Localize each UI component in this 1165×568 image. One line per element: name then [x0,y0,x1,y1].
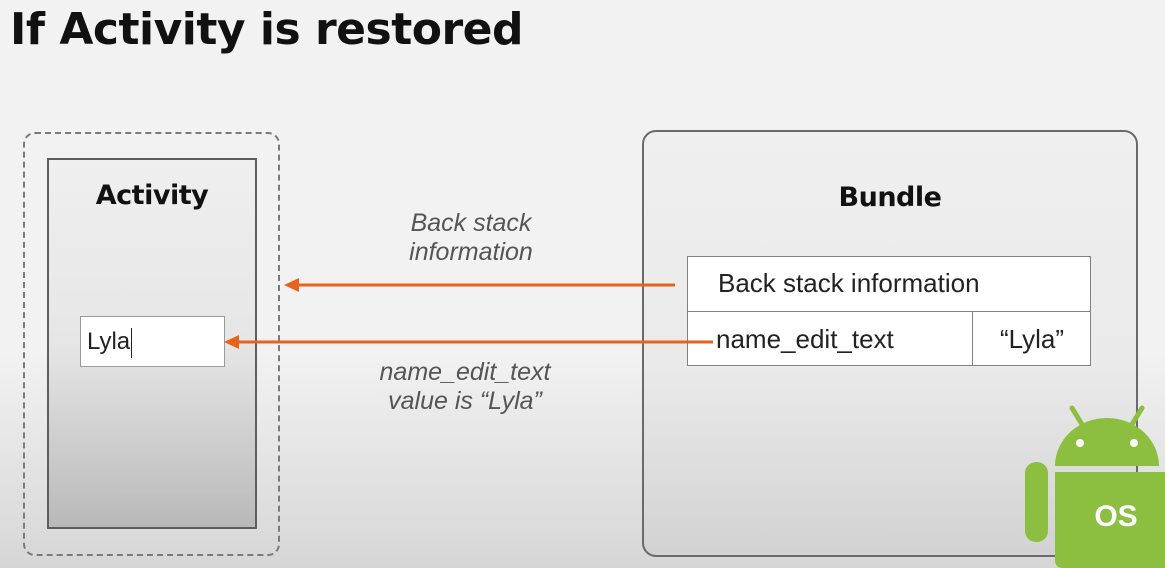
name-value-arrow [224,335,713,349]
bundle-table: Back stack information name_edit_text “L… [687,256,1091,366]
bundle-title: Bundle [838,182,942,213]
activity-title: Activity [95,180,209,211]
name-label-line2: value is “Lyla” [388,387,542,415]
back-stack-label-line2: information [409,238,533,266]
name-label-line1: name_edit_text [379,358,551,386]
bundle-row-back-stack [688,257,1090,312]
name-arrow-label: name_edit_text value is “Lyla” [355,358,575,416]
name-edit-text[interactable]: Lyla [80,316,225,367]
back-stack-label-line1: Back stack [410,209,532,237]
slide-title: If Activity is restored [10,4,524,55]
bundle-key-cell: name_edit_text [716,324,894,354]
activity-dashed-boundary [23,132,280,556]
name-edit-text-value: Lyla [87,328,131,355]
bundle-value-cell: “Lyla” [999,324,1065,354]
back-stack-arrow-label: Back stack information [386,209,556,267]
back-stack-arrow [284,278,675,292]
text-caret [131,327,133,358]
bundle-back-stack-cell: Back stack information [718,268,980,298]
bundle-cell-divider [972,312,973,366]
os-label: OS [1094,500,1138,533]
